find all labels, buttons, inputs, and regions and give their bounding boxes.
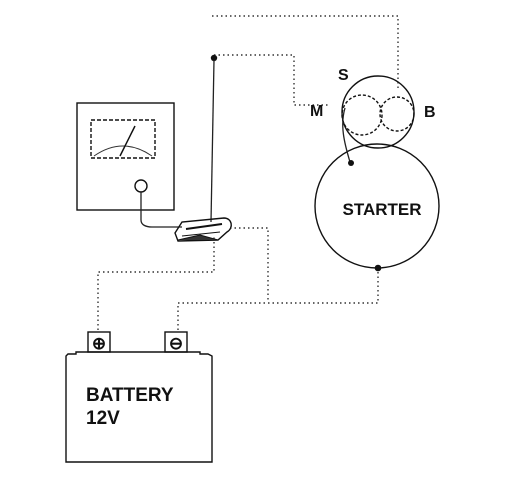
- m-terminal-dot: [348, 160, 354, 166]
- voltmeter-lead-wire: [140, 192, 182, 228]
- terminal-m-label: M: [310, 103, 323, 120]
- battery-voltage-label: 12V: [86, 408, 120, 429]
- negative-terminal-icon: ⊖: [169, 334, 183, 353]
- voltmeter-body: [76, 102, 175, 211]
- voltmeter-scale: [93, 145, 153, 157]
- positive-terminal-icon: ⊕: [92, 334, 106, 353]
- solenoid-terminal-m: [341, 94, 383, 136]
- test-clamp-icon: [174, 217, 232, 242]
- solenoid-body: [341, 75, 415, 149]
- negative-dotted-wire: [177, 270, 379, 330]
- voltmeter-needle: [119, 125, 136, 157]
- starter-label: STARTER: [342, 200, 421, 219]
- solenoid-terminal-b: [379, 96, 415, 132]
- terminal-b-label: B: [424, 104, 436, 121]
- top-junction-dot: [210, 54, 218, 62]
- starter-motor: [314, 75, 440, 272]
- terminal-s-label: S: [338, 67, 349, 84]
- voltmeter-dial: [90, 119, 156, 159]
- voltmeter-terminal-icon: [134, 179, 148, 193]
- voltmeter: [76, 102, 175, 211]
- positive-dotted-wire: [97, 235, 215, 330]
- battery: [65, 331, 213, 463]
- top-dotted-wire: [212, 15, 399, 90]
- positive-terminal-post: [87, 331, 111, 353]
- mid-dotted-wire: [214, 54, 330, 106]
- m-terminal-lead: [342, 107, 351, 163]
- probe-lead-wire: [210, 59, 215, 223]
- starter-ground-dot: [374, 264, 382, 272]
- dotted-wires: [97, 15, 399, 330]
- negative-terminal-post: [164, 331, 188, 353]
- clamp-to-starter-dotted-wire: [230, 227, 269, 300]
- battery-label: BATTERY: [86, 385, 174, 406]
- battery-body: [65, 351, 213, 463]
